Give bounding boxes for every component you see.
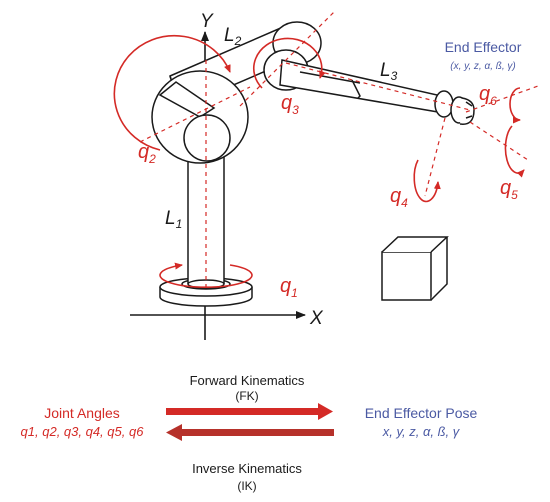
end-effector-pose-values: x, y, z, α, ß, γ bbox=[382, 424, 461, 439]
shoulder-joint bbox=[151, 70, 249, 164]
link-3-label: L3 bbox=[380, 60, 398, 83]
link-1-label: L1 bbox=[165, 208, 182, 231]
link-1-column bbox=[187, 150, 225, 289]
joint-q2-label: q2 bbox=[138, 141, 156, 166]
joint-4-axis bbox=[424, 117, 446, 197]
end-effector-pose-title: End Effector Pose bbox=[365, 405, 478, 421]
joint-q4-label: q4 bbox=[390, 185, 408, 210]
inverse-kinematics-title: Inverse Kinematics bbox=[192, 461, 302, 476]
q5-rotation-arc bbox=[504, 125, 525, 178]
q1-rotation-arc bbox=[159, 262, 253, 289]
elbow-axis bbox=[239, 9, 337, 107]
end-effector-label: End Effector (x, y, z, α, ß, γ) bbox=[445, 39, 522, 72]
rotation-arcs bbox=[113, 34, 525, 289]
q3-rotation-arc bbox=[252, 37, 326, 89]
joint-5-axis bbox=[469, 121, 529, 161]
joint-labels: q1 q2 q3 q4 q5 q6 bbox=[138, 83, 518, 300]
x-axis-label: X bbox=[309, 308, 324, 329]
joint-q6-label: q6 bbox=[479, 83, 497, 108]
joint-q1-label: q1 bbox=[280, 275, 298, 300]
joint-q3-label: q3 bbox=[281, 92, 299, 117]
link-labels: L1 L2 L3 bbox=[165, 25, 398, 231]
link-2-label: L2 bbox=[224, 25, 242, 48]
y-axis-label: Y bbox=[200, 11, 214, 32]
forward-kinematics-title: Forward Kinematics bbox=[190, 373, 305, 388]
ik-arrow bbox=[166, 424, 334, 441]
joint-axes bbox=[139, 9, 539, 290]
joint-6-axis bbox=[465, 85, 539, 113]
joint-angles-values: q1, q2, q3, q4, q5, q6 bbox=[21, 424, 145, 439]
end-effector-title: End Effector bbox=[445, 39, 522, 55]
joint-angles-title: Joint Angles bbox=[44, 405, 120, 421]
kinematics-section: Forward Kinematics (FK) Joint Angles q1,… bbox=[21, 373, 478, 493]
inverse-kinematics-abbr: (IK) bbox=[237, 479, 256, 493]
q6-rotation-arc bbox=[509, 87, 521, 124]
end-effector-coords: (x, y, z, α, ß, γ) bbox=[450, 61, 516, 72]
wrist-end-effector bbox=[434, 90, 475, 125]
fk-arrow bbox=[166, 403, 333, 420]
joint-q5-label: q5 bbox=[500, 177, 518, 202]
q4-rotation-arc bbox=[413, 159, 441, 203]
target-cube bbox=[381, 236, 449, 301]
forward-kinematics-abbr: (FK) bbox=[235, 389, 258, 403]
q2-rotation-arc bbox=[113, 34, 231, 151]
